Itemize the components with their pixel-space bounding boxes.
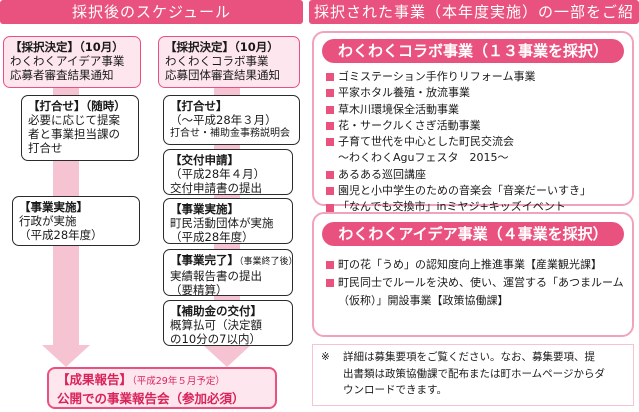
collab-panel: わくわくコラボ事業（１３事業を採択） ゴミステーション手作りリフォーム事業 平家… [312,31,634,213]
collab-meeting-line-2: （～平成28年３月） [170,113,277,127]
collab-implementation-box: 【事業実施】 町民活動団体が実施 （平成28年度） [163,198,293,244]
collab-grant-application-line-2: （平成28年４月） [170,167,266,181]
collab-grant-payment-box: 【補助金の交付】 概算払可（決定額 の10分の7以内） [163,300,293,346]
square-bullet-icon [326,203,334,212]
list-item: あるある巡回講座 [326,167,626,183]
collab-completion-line-1: 実績報告書の提出 [170,269,262,283]
idea-meeting-box: 【打合せ】（随時） 必要に応じて提案 者と事業担当課の 打合せ [21,95,139,161]
festival-sub-line: ～わくわくAguフェスタ 2015～ [338,151,509,165]
collab-completion-box: 【事業完了】（事業終了後） 実績報告書の提出 （要精算） [163,249,298,297]
collab-meeting-box: 【打合せ】 （～平成28年３月） 打合せ・補助金事務説明会 [163,95,300,145]
idea-implementation-line-1: 【事業実施】 [19,200,88,214]
square-bullet-icon [326,279,334,287]
collab-implementation-line-3: （平成28年度） [170,230,254,244]
list-item: ゴミステーション手作りリフォーム事業 [326,69,626,85]
introduction-header: 採択された事業（本年度実施）の一部をご紹介 [309,0,639,45]
note-box: ※ 詳細は募集要項をご覧ください。なお、募集要項、提 出書類は政策協働課で配布ま… [312,344,634,406]
idea-meeting-line-3: 者と事業担当課の [28,127,120,141]
collab-project-list: ゴミステーション手作りリフォーム事業 平家ホタル養殖・放流事業 草木川環境保全活… [326,69,626,216]
idea-meeting-line-2: 必要に応じて提案 [28,113,120,127]
collab-decision-line-1: 【採択決定】（10月） [165,40,279,54]
square-bullet-icon [326,187,334,196]
list-item: 花・サークルくさぎ活動事業 [326,118,626,134]
list-item: 子育て世代を中心とした町民交流会 [326,134,626,150]
collab-meeting-line-1: 【打合せ】 [170,99,228,113]
collab-grant-payment-line-1: 【補助金の交付】 [170,304,262,318]
idea-implementation-box: 【事業実施】 行政が実施 （平成28年度） [12,196,140,246]
collab-grant-application-box: 【交付申請】 （平成28年４月） 交付申請書の提出 [163,149,293,195]
schedule-header: 採択後のスケジュール [0,0,303,24]
idea-implementation-line-2: 行政が実施 [19,214,77,228]
collab-grant-application-line-1: 【交付申請】 [170,153,239,167]
idea-decision-box: 【採択決定】（10月） わくわくアイデア事業 応募者審査結果通知 [3,36,141,88]
list-item: 平家ホタル養殖・放流事業 [326,85,626,101]
idea-meeting-line-1: 【打合せ】（随時） [28,99,126,113]
idea-decision-line-3: 応募者審査結果通知 [10,68,114,82]
collab-decision-line-3: 応募団体審査結果通知 [165,68,280,82]
list-item: 草木川環境保全活動事業 [326,102,626,118]
collab-grant-payment-line-3: の10分の7以内） [170,332,261,346]
idea-panel: わくわくアイデア事業（４事業を採択） 町の花「うめ」の認知度向上推進事業【産業観… [312,212,634,337]
square-bullet-icon [326,170,334,179]
note-line-2: 出書類は政策協働課で配布または町ホームページからダ [343,367,605,380]
list-item: 「なんでも交換市」inミヤジ+キッズイベント [326,199,626,215]
note-mark: ※ [321,351,330,363]
idea-decision-line-2: わくわくアイデア事業 [10,54,125,68]
collab-decision-line-2: わくわくコラボ事業 [165,54,269,68]
result-report-box: 【成果報告】（平成29年５月予定） 公開での事業報告会（参加必須） [47,367,277,409]
square-bullet-icon [326,89,334,98]
collab-completion-title: 【事業完了】 [170,253,239,267]
result-report-title: 【成果報告】 [57,372,133,387]
list-item: 園児と小中学生のための音楽会「音楽だーいすき」 [326,183,626,199]
list-item-continuation: （仮称）」開設事業【政策協働課】 [338,294,509,307]
square-bullet-icon [326,261,334,269]
collab-implementation-line-1: 【事業実施】 [170,202,239,216]
collab-grant-payment-line-2: 概算払可（決定額 [170,318,262,332]
collab-meeting-line-3: 打合せ・補助金事務説明会 [170,128,290,139]
idea-implementation-line-3: （平成28年度） [19,228,103,242]
note-line-1: 詳細は募集要項をご覧ください。なお、募集要項、提 [343,351,595,363]
square-bullet-icon [326,105,334,114]
idea-project-list: 町の花「うめ」の認知度向上推進事業【産業観光課】 町民同士でルールを決め、使い、… [326,256,626,310]
idea-decision-line-1: 【採択決定】（10月） [10,40,124,54]
result-report-date: （平成29年５月予定） [132,376,225,387]
collab-panel-title: わくわくコラボ事業（１３事業を採択） [322,39,624,63]
collab-completion-note: （事業終了後） [239,257,298,267]
list-item: 町民同士でルールを決め、使い、運営する「あつまルーム [326,274,626,292]
note-line-3: ウンロードできます。 [343,384,447,396]
collab-decision-box: 【採択決定】（10月） わくわくコラボ事業 応募団体審査結果通知 [158,36,300,88]
square-bullet-icon [326,138,334,147]
idea-meeting-line-4: 打合せ [28,141,63,155]
collab-completion-line-2: （要精算） [170,283,228,297]
idea-panel-title: わくわくアイデア事業（４事業を採択） [322,222,624,246]
collab-implementation-line-2: 町民活動団体が実施 [170,216,274,230]
middle-arrow-head [203,345,251,367]
list-item: 町の花「うめ」の認知度向上推進事業【産業観光課】 [326,256,626,274]
collab-grant-application-line-3: 交付申請書の提出 [170,181,262,195]
result-report-subtitle: 公開での事業報告会（参加必須） [57,391,245,406]
left-arrow-head [42,345,90,367]
square-bullet-icon [326,73,334,82]
square-bullet-icon [326,122,334,131]
